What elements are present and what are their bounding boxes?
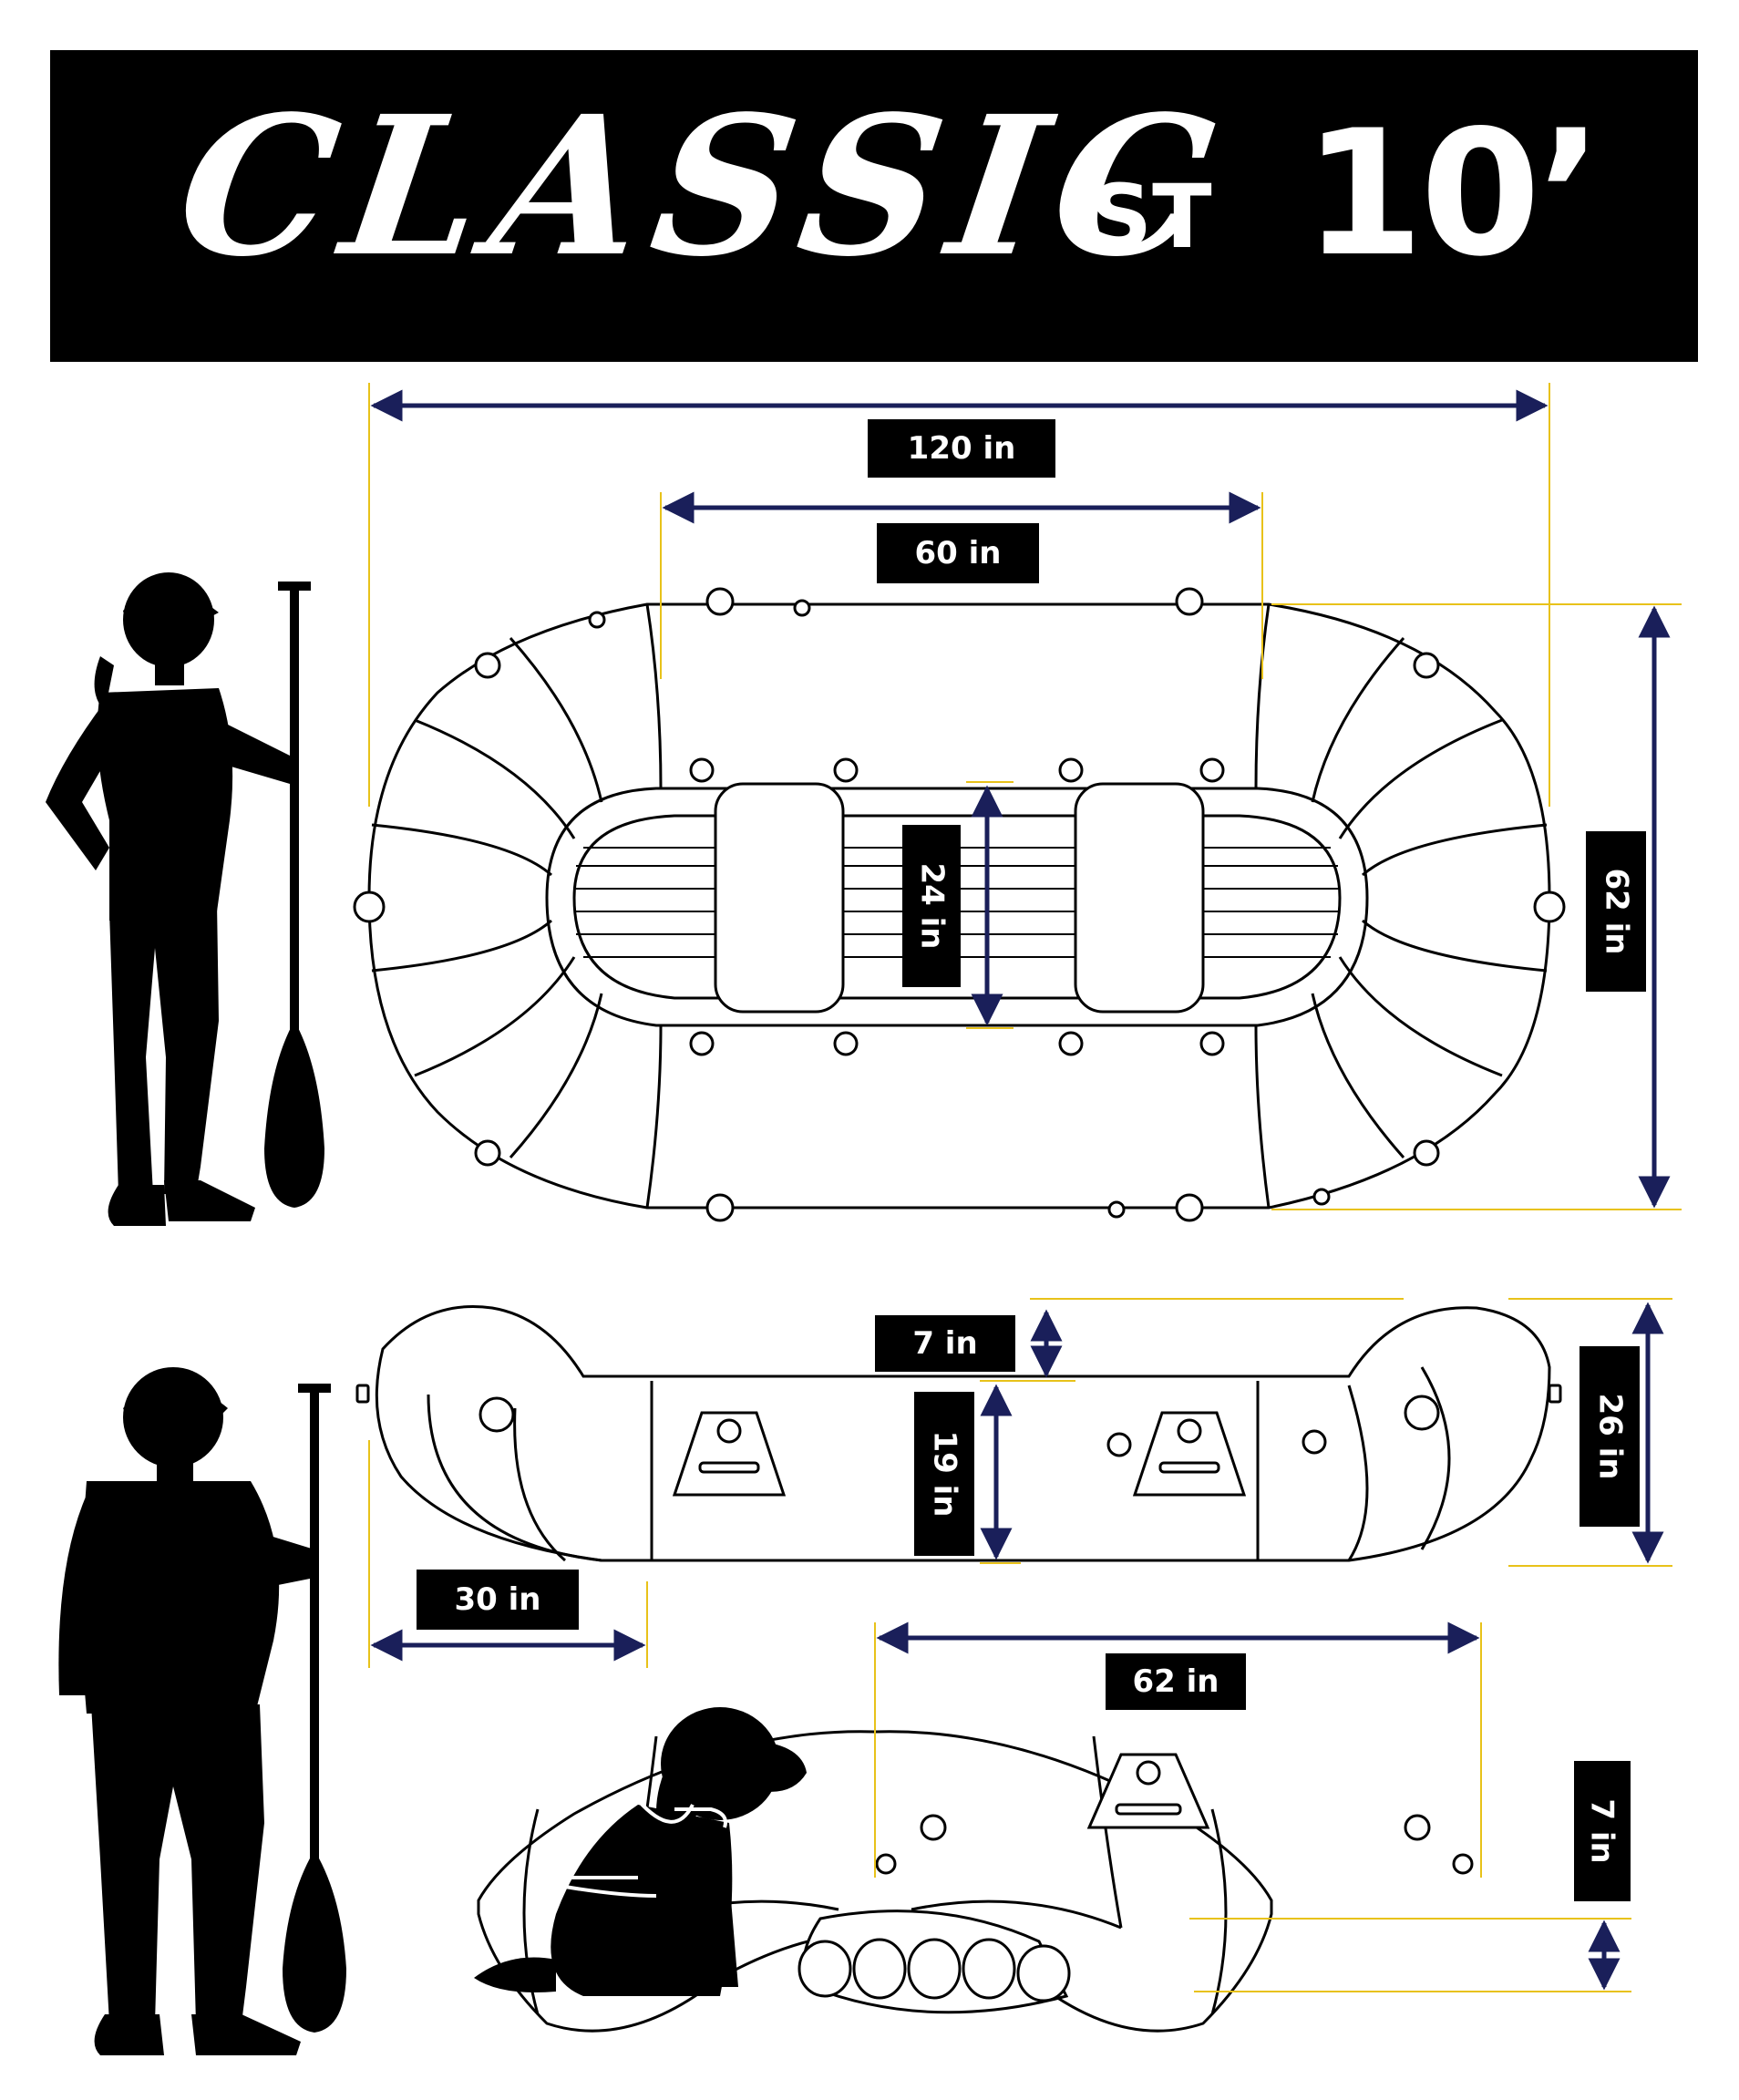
dog-with-life-vest-silhouette (474, 1707, 807, 1996)
model-variant: ST (1089, 166, 1212, 268)
model-size: 10’ (1303, 93, 1603, 294)
woman-with-paddle-silhouette (46, 572, 324, 1226)
label-overall-width: 62 in (1586, 831, 1646, 992)
label-overall-height: 26 in (1580, 1346, 1640, 1527)
label-floor-width: 24 in (902, 825, 961, 987)
label-floor-length: 60 in (877, 523, 1039, 583)
label-tube-diameter: 19 in (914, 1392, 974, 1556)
man-with-paddle-silhouette (58, 1367, 346, 2055)
title-banner (50, 50, 1698, 362)
label-end-width: 62 in (1106, 1653, 1246, 1710)
label-overall-length: 120 in (868, 419, 1055, 478)
dog-life-vest-straps (564, 1798, 727, 1898)
end-view-extension-lines (874, 1622, 1631, 1992)
side-view-extension-lines (368, 1298, 1672, 1668)
label-tube-rise: 7 in (875, 1315, 1015, 1372)
end-view-dimension-arrows (876, 1621, 1621, 1991)
label-bow-length: 30 in (417, 1570, 579, 1630)
side-view-dimension-arrows (370, 1302, 1664, 1662)
top-view-dimension-arrows (370, 389, 1671, 1209)
label-top-clearance: 7 in (1574, 1761, 1631, 1901)
top-view-extension-lines (368, 383, 1682, 1210)
